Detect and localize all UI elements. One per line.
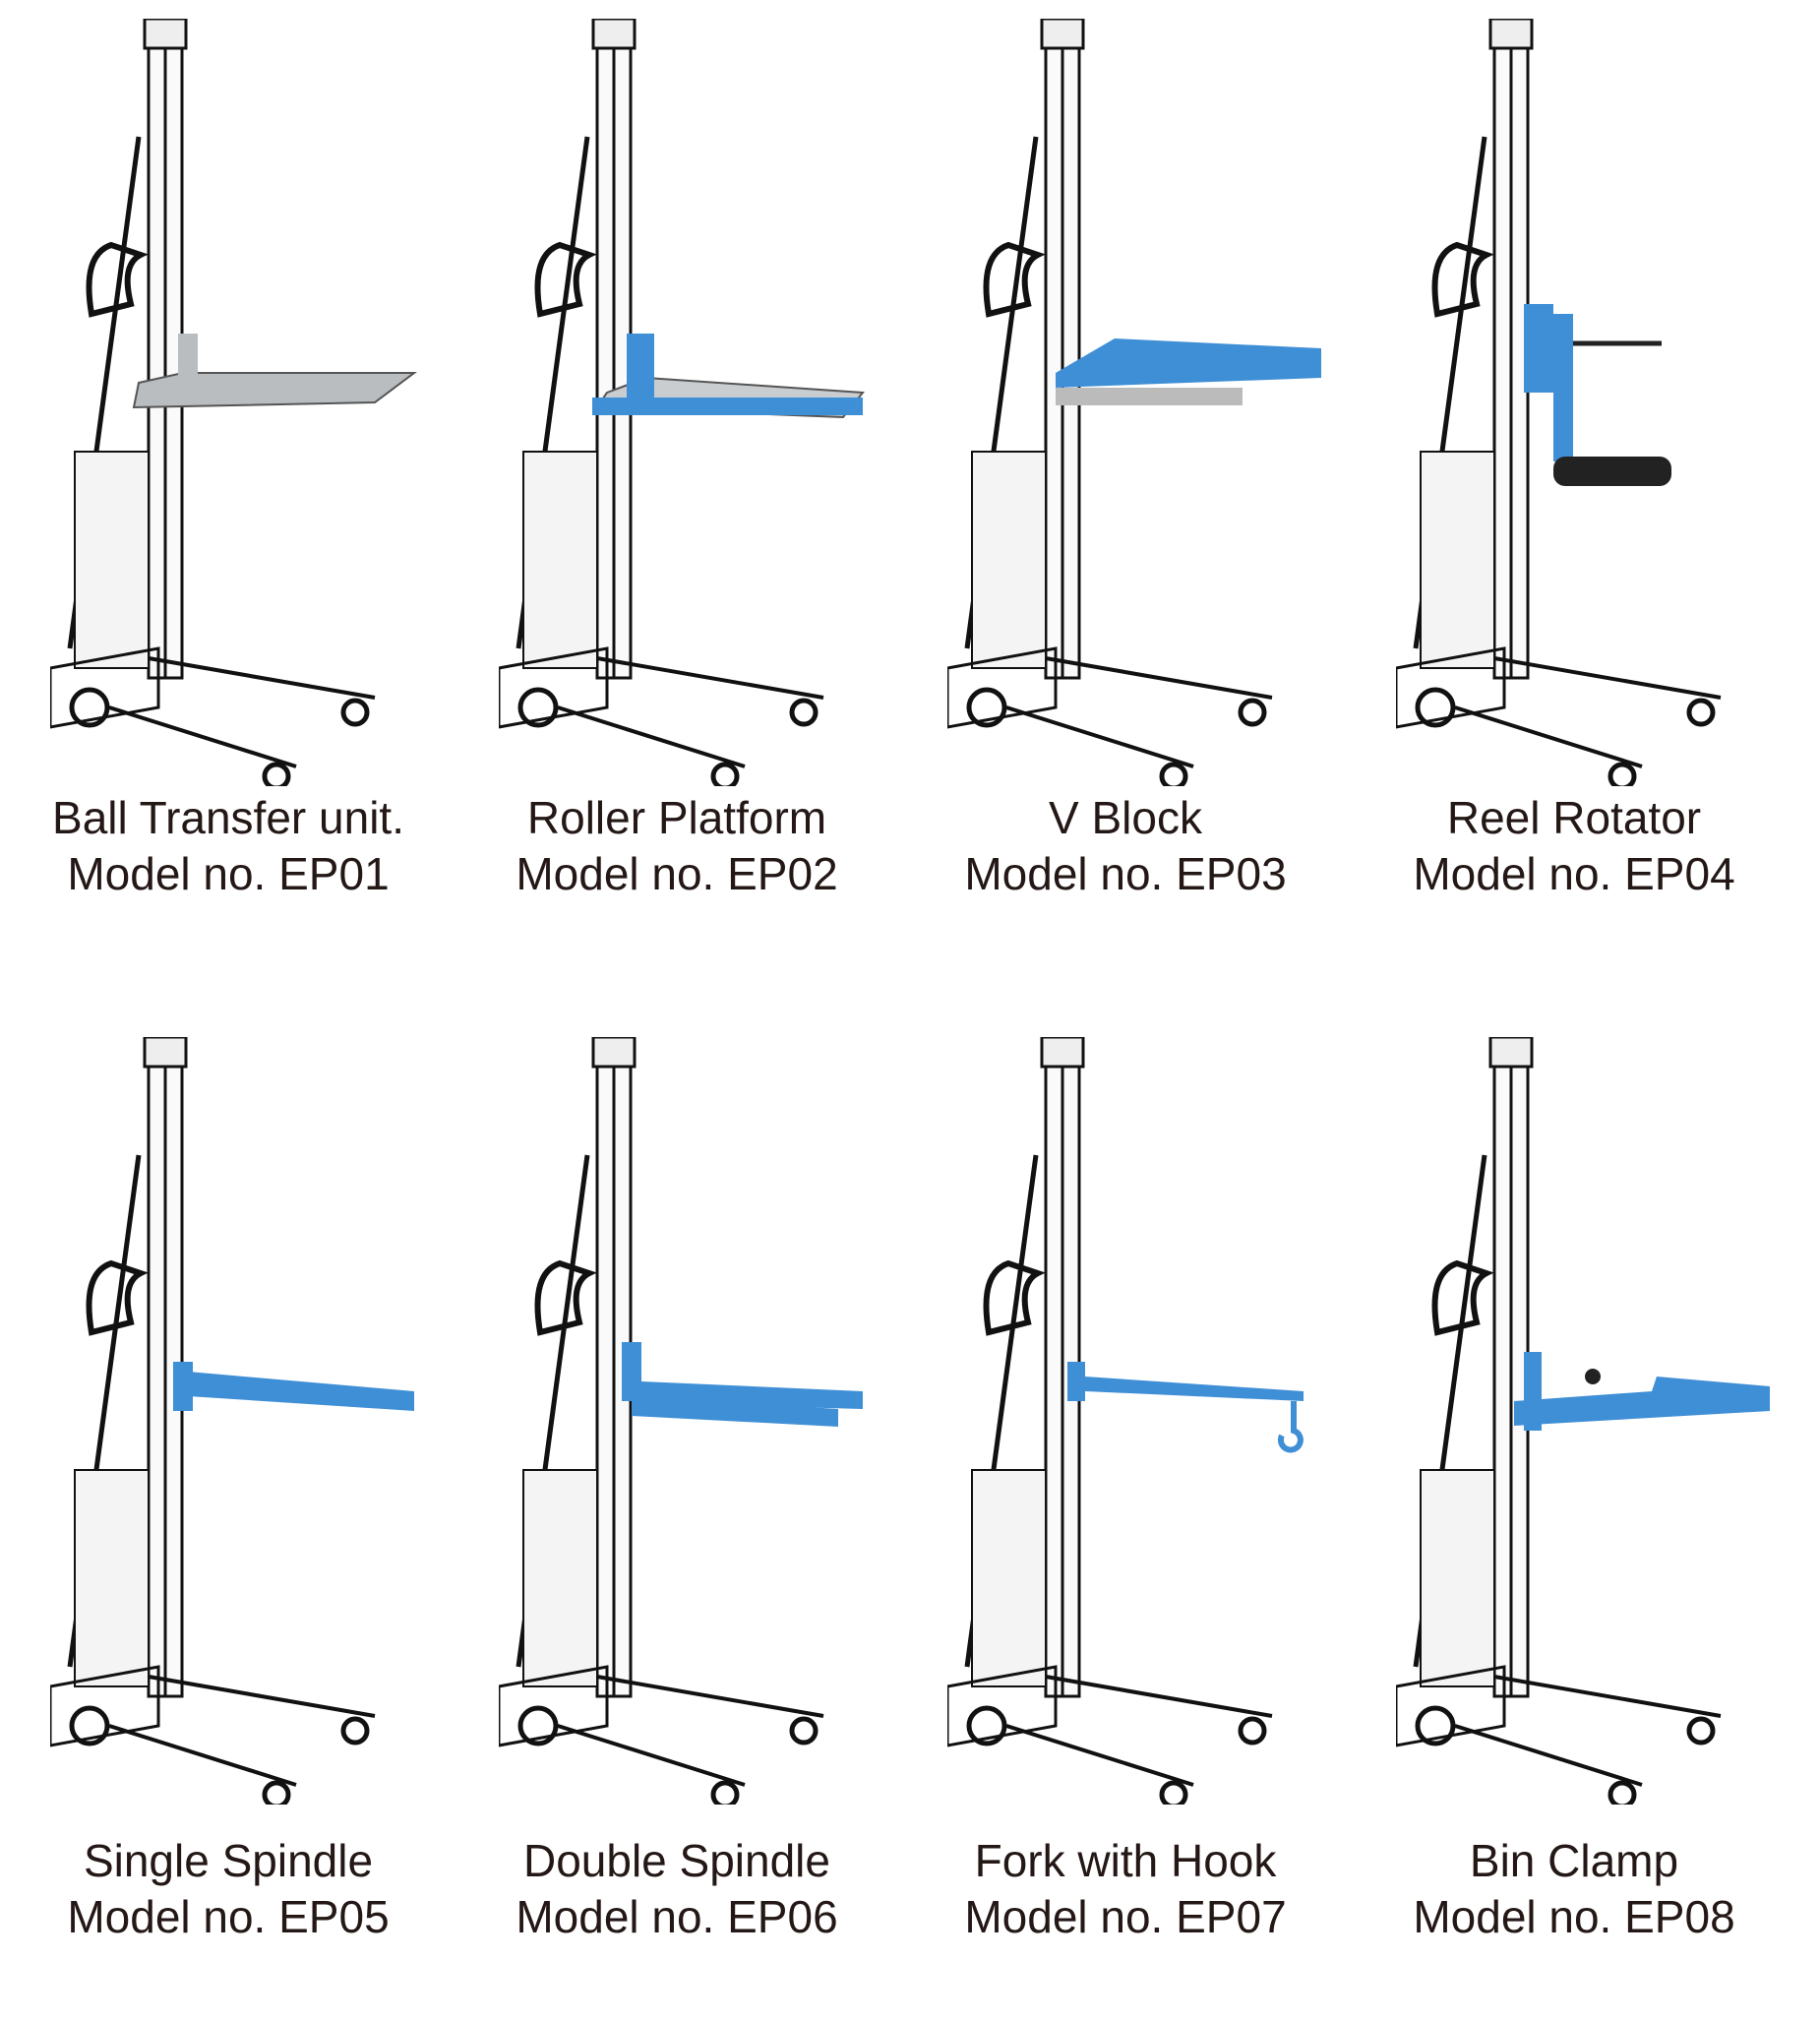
product-card-ep05: Single Spindle Model no. EP05 — [4, 1037, 453, 2021]
lifter-illustration — [50, 1037, 414, 1805]
product-card-ep07: Fork with Hook Model no. EP07 — [901, 1037, 1350, 2021]
product-caption: V Block Model no. EP03 — [901, 790, 1350, 902]
product-caption: Fork with Hook Model no. EP07 — [901, 1833, 1350, 1945]
lifter-illustration — [499, 1037, 863, 1805]
lifter-illustration — [947, 19, 1321, 786]
product-model-number: Model no. EP04 — [1413, 848, 1735, 899]
product-card-ep03: V Block Model no. EP03 — [901, 0, 1350, 984]
product-name: V Block — [1049, 792, 1202, 843]
product-caption: Roller Platform Model no. EP02 — [453, 790, 901, 902]
product-caption: Ball Transfer unit. Model no. EP01 — [4, 790, 453, 902]
product-model-number: Model no. EP07 — [964, 1891, 1287, 1942]
bin-clamp-attachment — [1514, 1352, 1770, 1431]
product-name: Fork with Hook — [974, 1835, 1277, 1886]
product-name: Ball Transfer unit. — [52, 792, 404, 843]
product-card-ep08: Bin Clamp Model no. EP08 — [1350, 1037, 1798, 2021]
lifter-illustration — [1396, 1037, 1770, 1805]
product-name: Reel Rotator — [1446, 792, 1702, 843]
double-spindle-attachment — [622, 1342, 863, 1427]
product-card-ep02: Roller Platform Model no. EP02 — [453, 0, 901, 984]
product-name: Roller Platform — [526, 792, 827, 843]
product-model-number: Model no. EP06 — [516, 1891, 838, 1942]
lifter-illustration — [1396, 19, 1722, 786]
product-name: Double Spindle — [522, 1835, 830, 1886]
product-model-number: Model no. EP01 — [67, 848, 390, 899]
product-card-ep01: Ball Transfer unit. Model no. EP01 — [4, 0, 453, 984]
product-card-ep04: Reel Rotator Model no. EP04 — [1350, 0, 1798, 984]
lifter-illustration — [947, 1037, 1304, 1805]
v-block-attachment — [1056, 338, 1321, 405]
product-name: Single Spindle — [83, 1835, 374, 1886]
lifter-illustration — [50, 19, 417, 786]
fork-with-hook-attachment — [1067, 1362, 1304, 1453]
product-model-number: Model no. EP02 — [516, 848, 838, 899]
product-caption: Double Spindle Model no. EP06 — [453, 1833, 901, 1945]
product-caption: Single Spindle Model no. EP05 — [4, 1833, 453, 1945]
lifter-illustration — [499, 19, 865, 786]
product-name: Bin Clamp — [1469, 1835, 1679, 1886]
product-model-number: Model no. EP08 — [1413, 1891, 1735, 1942]
product-caption: Bin Clamp Model no. EP08 — [1350, 1833, 1798, 1945]
product-caption: Reel Rotator Model no. EP04 — [1350, 790, 1798, 902]
single-spindle-attachment — [173, 1362, 414, 1411]
roller-platform-attachment — [592, 334, 865, 419]
ball-transfer-platform-attachment — [132, 334, 417, 409]
product-model-number: Model no. EP05 — [67, 1891, 390, 1942]
reel-rotator-attachment — [1524, 304, 1671, 486]
product-card-ep06: Double Spindle Model no. EP06 — [453, 1037, 901, 2021]
product-model-number: Model no. EP03 — [964, 848, 1287, 899]
